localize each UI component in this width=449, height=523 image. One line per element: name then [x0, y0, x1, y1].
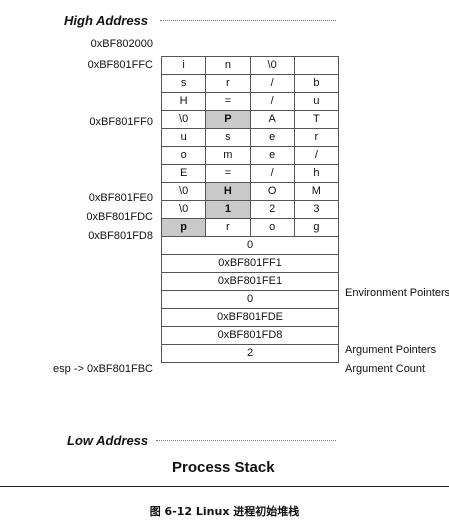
stack-byte-cell: H [205, 182, 251, 201]
diagram-title: Process Stack [172, 459, 275, 476]
stack-byte-cell: H [160, 92, 207, 111]
stack-byte-cell: s [160, 74, 207, 93]
stack-byte-cell: / [293, 146, 340, 165]
high-address-label: High Address [64, 13, 149, 28]
stack-byte-cell: s [205, 128, 251, 147]
stack-byte-cell: \0 [160, 182, 207, 201]
stack-byte-cell: M [293, 182, 340, 201]
stack-byte-cell: / [249, 92, 295, 111]
stack-byte-cell: O [249, 182, 295, 201]
stack-row: H=/u [160, 92, 340, 111]
stack-row: 0xBF801FE1 [161, 272, 339, 291]
stack-byte-cell: T [293, 110, 340, 129]
stack-byte-cell: P [205, 110, 251, 129]
stack-byte-cell: \0 [160, 110, 207, 129]
stack-address-label: 0xBF801FFC [87, 59, 153, 71]
low-address-label: Low Address [67, 433, 149, 448]
stack-address-label: 0xBF801FD8 [88, 230, 153, 242]
stack-byte-cell: i [160, 56, 207, 75]
stack-byte-cell: A [249, 110, 295, 129]
stack-byte-cell: e [249, 128, 295, 147]
stack-row: 2 [161, 344, 339, 363]
stack-byte-cell: = [205, 92, 251, 111]
stack-byte-cell: 1 [205, 200, 251, 219]
stack-byte-cell: n [205, 56, 251, 75]
stack-address-label: esp -> 0xBF801FBC [53, 363, 153, 375]
stack-region-annotation: Argument Count [345, 363, 426, 375]
stack-address-label: 0xBF801FF0 [89, 116, 153, 128]
stack-byte-cell: \0 [249, 56, 295, 75]
stack-address-label: 0xBF801FE0 [88, 192, 153, 204]
stack-byte-cell: 3 [293, 200, 340, 219]
stack-word-cell: 0xBF801FF1 [161, 254, 339, 273]
caption-separator [0, 486, 449, 487]
stack-row: 0 [161, 290, 339, 309]
top-address-label: 0xBF802000 [90, 38, 153, 50]
stack-word-cell: 0 [161, 290, 339, 309]
stack-word-cell: 0 [161, 236, 339, 255]
stack-byte-cell: u [160, 128, 207, 147]
stack-byte-cell [293, 56, 340, 75]
stack-byte-cell: / [249, 74, 295, 93]
stack-byte-cell: r [293, 128, 340, 147]
stack-row: 0xBF801FD8 [161, 326, 339, 345]
stack-byte-cell: e [249, 146, 295, 165]
stack-region-annotation: Argument Pointers [345, 344, 437, 356]
stack-byte-cell: o [160, 146, 207, 165]
stack-row: 0xBF801FF1 [161, 254, 339, 273]
stack-address-label: 0xBF801FDC [86, 211, 153, 223]
stack-byte-cell: b [293, 74, 340, 93]
figure-caption: 图 6-12 Linux 进程初始堆栈 [149, 505, 300, 518]
stack-byte-cell: / [249, 164, 295, 183]
stack-byte-cell: \0 [160, 200, 207, 219]
stack-word-cell: 0xBF801FE1 [161, 272, 339, 291]
stack-byte-cell: r [205, 218, 251, 237]
stack-region-annotation: Environment Pointers [345, 287, 449, 299]
stack-byte-cell: 2 [249, 200, 295, 219]
stack-byte-cell: = [205, 164, 251, 183]
stack-word-cell: 2 [161, 344, 339, 363]
low-address-dotted-line [156, 440, 336, 441]
stack-byte-cell: m [205, 146, 251, 165]
stack-byte-cell: E [160, 164, 207, 183]
stack-row: E=/h [160, 164, 340, 183]
stack-byte-cell: g [293, 218, 340, 237]
high-address-dotted-line [160, 20, 336, 21]
stack-word-cell: 0xBF801FDE [161, 308, 339, 327]
stack-word-cell: 0xBF801FD8 [161, 326, 339, 345]
stack-byte-cell: u [293, 92, 340, 111]
stack-byte-cell: r [205, 74, 251, 93]
stack-byte-cell: h [293, 164, 340, 183]
stack-row: 0 [161, 236, 339, 255]
stack-row: 0xBF801FDE [161, 308, 339, 327]
stack-byte-cell: o [249, 218, 295, 237]
stack-byte-cell: p [160, 218, 207, 237]
